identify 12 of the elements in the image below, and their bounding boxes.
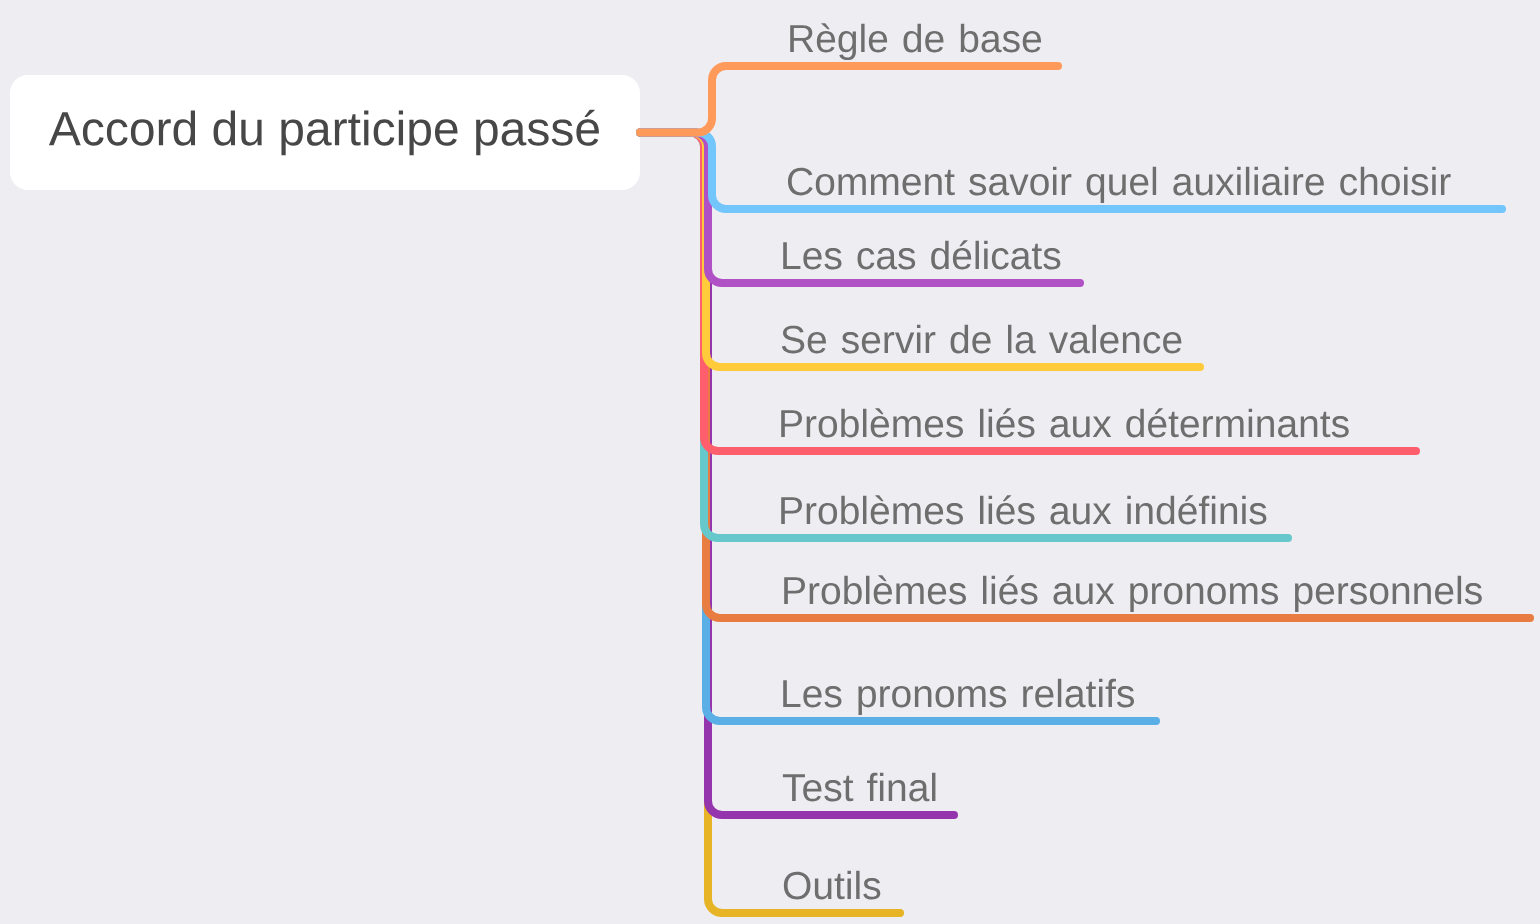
topic-box: Accord du participe passé: [10, 75, 640, 190]
branch-label: Les pronoms relatifs: [783, 678, 1134, 716]
branch-label: Problèmes liés aux pronoms personnels: [784, 575, 1482, 613]
branch-label: Problèmes liés aux déterminants: [781, 408, 1349, 438]
branch-label: Règle de base: [790, 23, 1042, 61]
branch-label: Comment savoir quel auxiliaire choisir: [788, 166, 1451, 204]
branch-label: Se servir de la valence: [781, 324, 1182, 354]
branch-label: Test final: [782, 772, 936, 802]
branch-label: Outils: [783, 870, 881, 900]
branch-label: Problèmes liés aux indéfinis: [781, 495, 1267, 525]
branch-label: Les cas délicats: [783, 240, 1061, 270]
branch-line: [636, 62, 1062, 137]
